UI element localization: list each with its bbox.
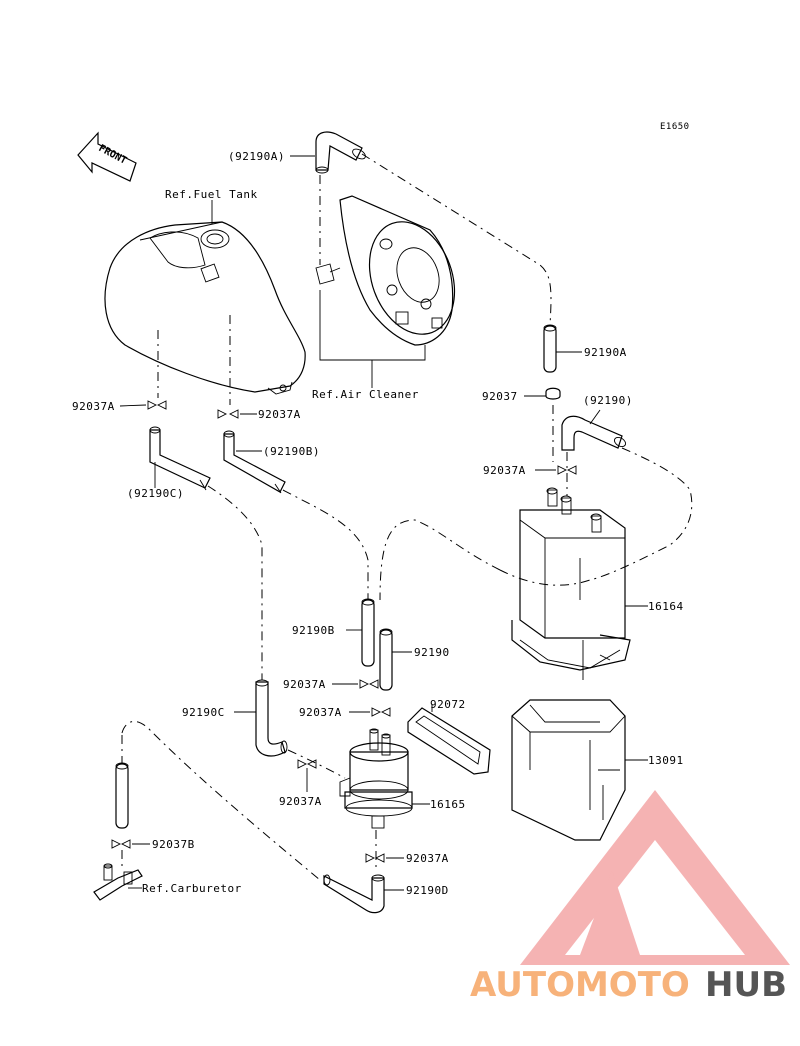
label-92037a-canister: 92037A bbox=[483, 464, 526, 477]
label-92190d: 92190D bbox=[406, 884, 449, 897]
fuel-tank bbox=[104, 221, 306, 395]
label-92037: 92037 bbox=[482, 390, 518, 403]
label-92037a-tank-left: 92037A bbox=[72, 400, 115, 413]
hose-92190c-lower bbox=[255, 679, 288, 757]
label-92190c: 92190C bbox=[182, 706, 225, 719]
clamp-92037a-filter bbox=[297, 759, 317, 769]
cap-92037 bbox=[545, 387, 561, 400]
label-92037a-mid1: 92037A bbox=[283, 678, 326, 691]
label-92190b-paren: (92190B) bbox=[263, 445, 320, 458]
hose-92190b-upper bbox=[223, 430, 286, 494]
hose-92190a-right bbox=[543, 324, 557, 373]
label-92037a-mid2: 92037A bbox=[299, 706, 342, 719]
hose-92190d bbox=[323, 874, 385, 914]
label-92037a-bottom: 92037A bbox=[406, 852, 449, 865]
label-92190c-paren: (92190C) bbox=[127, 487, 184, 500]
front-arrow: FRONT bbox=[77, 131, 137, 182]
label-ref-air-cleaner: Ref.Air Cleaner bbox=[312, 388, 419, 401]
label-16165: 16165 bbox=[430, 798, 466, 811]
hose-92190-mid bbox=[379, 628, 393, 691]
case-13091 bbox=[511, 699, 626, 841]
clamp-92037a-tank-right bbox=[217, 409, 239, 419]
watermark-text-1: AUTOMOTO bbox=[470, 965, 690, 1005]
label-92190-paren: (92190) bbox=[583, 394, 633, 407]
clamp-92037b bbox=[111, 839, 131, 849]
label-ref-fuel-tank: Ref.Fuel Tank bbox=[165, 188, 258, 201]
label-92190a-right: 92190A bbox=[584, 346, 627, 359]
watermark-logo bbox=[520, 790, 790, 965]
front-label: FRONT bbox=[97, 143, 129, 167]
label-13091: 13091 bbox=[648, 754, 684, 767]
hose-92190-right bbox=[561, 415, 627, 451]
canister-16164 bbox=[511, 487, 631, 680]
clamp-92037a-canister bbox=[557, 465, 577, 475]
air-cleaner bbox=[315, 195, 456, 346]
carburetor-fitting bbox=[93, 863, 143, 901]
hose-left bbox=[115, 762, 129, 829]
label-92037b: 92037B bbox=[152, 838, 195, 851]
hose-92190b-mid bbox=[361, 598, 375, 667]
label-92037a-tank-right: 92037A bbox=[258, 408, 301, 421]
clamp-92037a-bottom bbox=[365, 853, 385, 863]
watermark-text-2: HUB bbox=[705, 965, 787, 1005]
label-92037a-filter: 92037A bbox=[279, 795, 322, 808]
label-92072: 92072 bbox=[430, 698, 466, 711]
hose-92190c-upper bbox=[149, 426, 211, 491]
clamp-92037a-mid2 bbox=[371, 707, 391, 717]
label-ref-carburetor: Ref.Carburetor bbox=[142, 882, 242, 895]
hose-92190a-top bbox=[315, 131, 366, 174]
label-92190b: 92190B bbox=[292, 624, 335, 637]
diagram-code: E1650 bbox=[660, 122, 690, 132]
label-16164: 16164 bbox=[648, 600, 684, 613]
fuel-filter-16165 bbox=[339, 728, 413, 829]
clamp-92037a-mid1 bbox=[359, 679, 379, 689]
label-92190: 92190 bbox=[414, 646, 450, 659]
label-92190a-top: (92190A) bbox=[228, 150, 285, 163]
bracket-92072 bbox=[407, 707, 491, 775]
clamp-92037a-tank-left bbox=[147, 400, 167, 410]
